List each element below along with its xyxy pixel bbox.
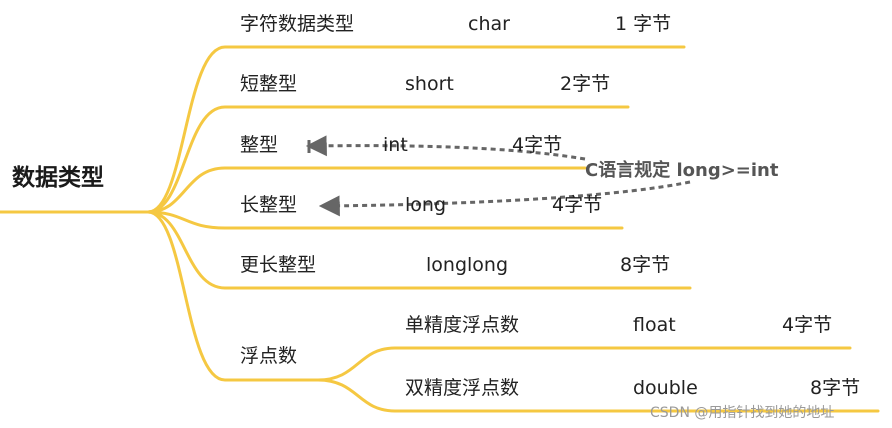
sub-size-float: 4字节 [782,314,833,336]
branch-connector-longlong [146,210,692,290]
branch-connector-float-group [146,210,320,382]
branch-connector-short [146,105,630,214]
branch-name-float-group: 浮点数 [240,345,298,367]
sub-connector-double [316,378,880,413]
branch-connector-long [146,210,624,230]
sub-connector-float [316,346,852,382]
watermark: CSDN @用指针找到她的地址 [650,405,835,421]
branch-size-longlong: 8字节 [620,254,671,276]
branch-name-int: 整型 [240,134,279,156]
annotation-arrow-int [305,135,586,161]
branch-name-long: 长整型 [240,194,298,216]
annotation-arrow-long [318,180,691,217]
branch-connector-int [146,166,587,214]
sub-type-double: double [633,377,698,399]
branch-size-char: 1 字节 [615,13,672,35]
branch-size-int: 4字节 [512,134,563,156]
branch-type-short: short [405,73,454,95]
branch-size-short: 2字节 [560,73,611,95]
sub-name-double: 双精度浮点数 [405,377,520,399]
branch-name-longlong: 更长整型 [240,254,317,276]
branch-size-long: 4字节 [552,194,603,216]
branch-connector-char [146,45,686,214]
sub-size-double: 8字节 [810,377,861,399]
sub-name-float: 单精度浮点数 [405,314,520,336]
branch-type-int: int [383,134,408,156]
branch-type-char: char [468,13,510,35]
branch-type-longlong: longlong [426,254,509,276]
branch-name-short: 短整型 [240,73,298,95]
root-node-label: 数据类型 [12,165,104,191]
branch-name-char: 字符数据类型 [240,13,355,35]
branch-type-long: long [405,194,447,216]
annotation-note: C语言规定 long>=int [585,160,779,181]
sub-type-float: float [633,314,676,336]
